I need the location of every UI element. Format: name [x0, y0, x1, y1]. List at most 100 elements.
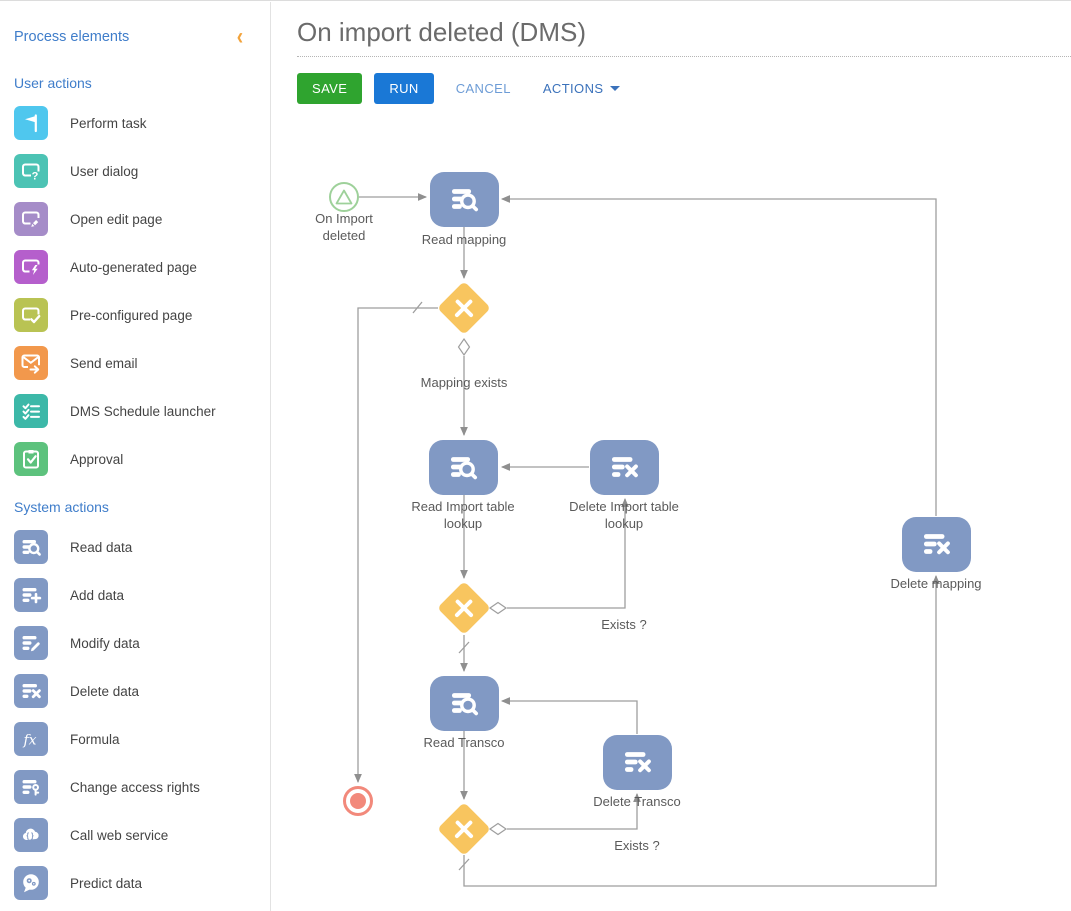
- sidebar-item-label: Approval: [70, 451, 124, 467]
- default-flow-marker: [412, 301, 423, 314]
- sidebar-item-label: Pre-configured page: [70, 307, 193, 323]
- conditional-flow-marker: [488, 822, 508, 836]
- sidebar-item-auto-generated-page[interactable]: Auto-generated page: [0, 243, 270, 291]
- signal-triangle-icon: [335, 189, 353, 205]
- flow-node-read-transco[interactable]: [429, 675, 499, 731]
- flow-connector: [500, 195, 937, 516]
- run-button[interactable]: RUN: [374, 73, 434, 104]
- conditional-flow-marker: [457, 337, 471, 357]
- actions-label: ACTIONS: [542, 81, 604, 96]
- flow-connector: [463, 574, 940, 887]
- flow-connector: [507, 792, 641, 830]
- save-button[interactable]: SAVE: [297, 73, 363, 104]
- email-send-icon: [14, 346, 48, 380]
- flow-node-delete-mapping[interactable]: [901, 516, 971, 572]
- page-title: On import deleted (DMS): [297, 17, 1071, 57]
- page-lightning-icon: [14, 250, 48, 284]
- sidebar-item-pre-configured-page[interactable]: Pre-configured page: [0, 291, 270, 339]
- sidebar-item-label: Change access rights: [70, 779, 200, 795]
- actions-menu-button[interactable]: ACTIONS: [531, 73, 633, 104]
- svg-text:{ }: { }: [26, 833, 34, 840]
- delete-data-icon: [14, 674, 48, 708]
- dialog-question-icon: ?: [14, 154, 48, 188]
- sidebar-item-label: Modify data: [70, 635, 140, 651]
- sidebar-item-call-web-service[interactable]: { } Call web service: [0, 811, 270, 859]
- modify-data-icon: [14, 626, 48, 660]
- node-label-read-mapping: Read mapping: [421, 232, 507, 247]
- flow-connector: [354, 307, 438, 784]
- flow-node-read-import-table-lookup[interactable]: [428, 439, 498, 495]
- svg-text:fx: fx: [23, 733, 37, 749]
- sidebar-item-read-data[interactable]: Read data: [0, 523, 270, 571]
- sidebar-item-modify-data[interactable]: Modify data: [0, 619, 270, 667]
- sidebar-item-approval[interactable]: Approval: [0, 435, 270, 483]
- page-check-icon: [14, 298, 48, 332]
- add-data-icon: [14, 578, 48, 612]
- sidebar-item-label: Formula: [70, 731, 120, 747]
- edge-label-2: Exists ?: [614, 838, 660, 853]
- delete-data-icon: [620, 745, 654, 779]
- delete-data-icon: [919, 527, 953, 561]
- sidebar-item-delete-data[interactable]: Delete data: [0, 667, 270, 715]
- flow-connector: [500, 697, 638, 734]
- node-label-read-import-table-lookup: Read Import table lookup: [411, 499, 515, 531]
- sidebar-item-label: Send email: [70, 355, 138, 371]
- sidebar-item-label: Add data: [70, 587, 125, 603]
- flag-icon: [14, 106, 48, 140]
- section-label-user-actions: User actions: [14, 75, 92, 91]
- flow-node-delete-import-table-lookup[interactable]: [589, 439, 659, 495]
- sidebar-item-add-data[interactable]: Add data: [0, 571, 270, 619]
- sidebar-item-label: User dialog: [70, 163, 139, 179]
- sidebar-item-perform-task[interactable]: Perform task: [0, 99, 270, 147]
- sidebar-item-label: Read data: [70, 539, 133, 555]
- sidebar-item-formula[interactable]: fx Formula: [0, 715, 270, 763]
- flow-connector: [507, 497, 629, 609]
- flow-node-read-mapping[interactable]: [429, 171, 499, 227]
- formula-icon: fx: [14, 722, 48, 756]
- clipboard-check-icon: [14, 442, 48, 476]
- page-edit-icon: [14, 202, 48, 236]
- node-label-delete-mapping: Delete mapping: [890, 576, 982, 591]
- node-label-start: On Import deleted: [315, 211, 373, 243]
- node-label-delete-transco: Delete Transco: [593, 794, 681, 809]
- default-flow-marker: [458, 858, 470, 871]
- panel-title: Process elements: [14, 29, 130, 45]
- read-data-icon: [447, 686, 481, 720]
- sidebar-item-label: Predict data: [70, 875, 143, 891]
- sidebar-item-label: Auto-generated page: [70, 259, 197, 275]
- edge-label-0: Mapping exists: [420, 375, 508, 390]
- node-label-read-transco: Read Transco: [423, 735, 505, 750]
- sidebar-item-label: Perform task: [70, 115, 147, 131]
- sidebar-item-dms-schedule-launcher[interactable]: DMS Schedule launcher: [0, 387, 270, 435]
- sidebar-item-label: Delete data: [70, 683, 140, 699]
- sidebar-item-predict-data[interactable]: Predict data: [0, 859, 270, 907]
- cancel-button[interactable]: CANCEL: [444, 73, 523, 104]
- flow-end-event[interactable]: [343, 786, 373, 816]
- sidebar-item-send-email[interactable]: Send email: [0, 339, 270, 387]
- access-rights-icon: [14, 770, 48, 804]
- flow-node-delete-transco[interactable]: [602, 734, 672, 790]
- checklist-icon: [14, 394, 48, 428]
- sidebar-item-label: Call web service: [70, 827, 169, 843]
- svg-text:?: ?: [32, 171, 39, 183]
- flow-connectors: [354, 193, 940, 887]
- sidebar-item-label: DMS Schedule launcher: [70, 403, 216, 419]
- sidebar-item-open-edit-page[interactable]: Open edit page: [0, 195, 270, 243]
- conditional-flow-marker: [488, 601, 508, 615]
- sidebar-item-change-access-rights[interactable]: Change access rights: [0, 763, 270, 811]
- chevron-left-icon[interactable]: ‹: [236, 23, 244, 50]
- sidebar-item-user-dialog[interactable]: ? User dialog: [0, 147, 270, 195]
- flow-start-event[interactable]: [329, 182, 359, 212]
- read-data-icon: [447, 182, 481, 216]
- read-data-icon: [14, 530, 48, 564]
- page-header: On import deleted (DMS) SAVE RUN CANCEL …: [271, 1, 1071, 104]
- toolbar: SAVE RUN CANCEL ACTIONS: [297, 73, 1071, 104]
- node-label-delete-import-table-lookup: Delete Import table lookup: [569, 499, 679, 531]
- caret-down-icon: [610, 86, 621, 91]
- read-data-icon: [446, 450, 480, 484]
- section-label-system-actions: System actions: [14, 499, 109, 515]
